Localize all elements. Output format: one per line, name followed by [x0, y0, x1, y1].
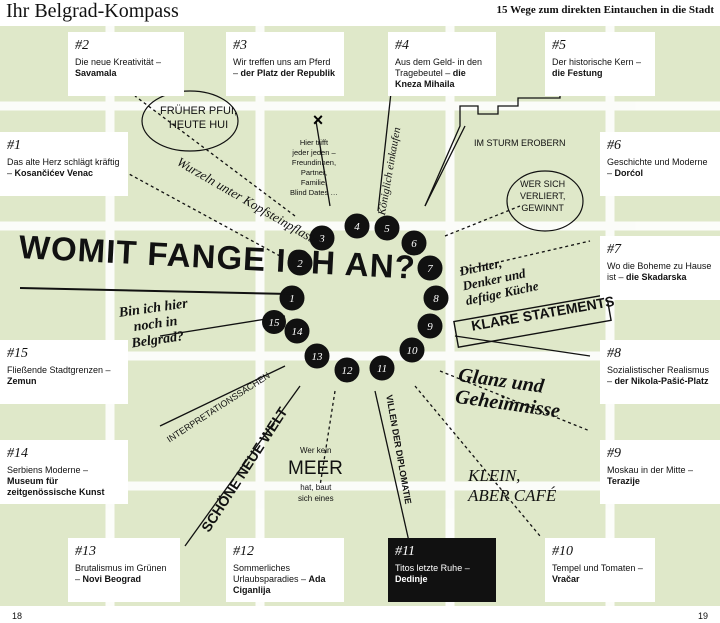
box-desc: Tempel und Tomaten –	[552, 563, 643, 573]
box-2[interactable]: 2 Die neue Kreativität – Savamala	[68, 32, 184, 96]
box-place: Novi Beograd	[82, 574, 142, 584]
svg-text:6: 6	[411, 238, 417, 250]
box-place: der Platz der Republik	[240, 68, 336, 78]
frueher-label: FRÜHER PFUI, HEUTE HUI	[160, 105, 237, 131]
box-number: 14	[7, 446, 121, 462]
box-12[interactable]: 12 Sommerliches Urlaubsparadies – Ada Ci…	[226, 538, 344, 602]
box-desc: Serbiens Moderne –	[7, 465, 89, 475]
box-9[interactable]: 9 Moskau in der Mitte – Terazije	[600, 440, 720, 504]
box-place: Terazije	[607, 476, 640, 486]
sturm-label: IM STURM EROBERN	[474, 138, 566, 148]
box-3[interactable]: 3 Wir treffen uns am Pferd – der Platz d…	[226, 32, 344, 96]
svg-text:14: 14	[292, 326, 304, 338]
box-number: 3	[233, 38, 337, 54]
box-place: Ada Ciganlija	[233, 574, 326, 595]
box-desc: Wir treffen uns am Pferd –	[233, 57, 331, 78]
top-subtitle: 15 Wege zum direkten Eintauchen in die S…	[496, 4, 714, 16]
box-place: die Festung	[552, 68, 603, 78]
box-number: 2	[75, 38, 177, 54]
klein-label: KLEIN, ABER CAFÉ	[468, 466, 557, 505]
box-5[interactable]: 5 Der historische Kern – die Festung	[545, 32, 655, 96]
box-number: 6	[607, 138, 713, 154]
svg-text:2: 2	[297, 258, 303, 270]
wer-kein-label: Wer kein	[300, 446, 332, 455]
top-title: Ihr Belgrad-Kompass	[6, 0, 179, 22]
bin-ich-label: Bin ich hier noch in Belgrad?	[118, 296, 189, 352]
box-10[interactable]: 10 Tempel und Tomaten – Vračar	[545, 538, 655, 602]
box-place: Dedinje	[395, 574, 428, 584]
box-place: Kosančićev Venac	[14, 168, 94, 178]
box-number: 1	[7, 138, 121, 154]
hier-trifft-label: Hier trifft jeder jeden – Freundinnen, P…	[290, 138, 338, 197]
box-desc: Der historische Kern –	[552, 57, 642, 67]
box-place: Dorćol	[614, 168, 644, 178]
verliert-label: WER SICH VERLIERT, GEWINNT	[520, 179, 566, 213]
box-number: 7	[607, 242, 713, 258]
box-number: 10	[552, 544, 648, 560]
svg-text:4: 4	[354, 221, 360, 233]
box-4[interactable]: 4 Aus dem Geld- in den Tragebeutel – die…	[388, 32, 496, 96]
box-desc: Wo die Boheme zu Hause ist –	[607, 261, 712, 282]
box-number: 9	[607, 446, 713, 462]
box-place: die Skadarska	[626, 272, 687, 282]
box-number: 5	[552, 38, 648, 54]
svg-text:13: 13	[312, 351, 324, 363]
box-place: Museum für zeitgenössische Kunst	[7, 476, 105, 497]
box-1[interactable]: 1 Das alte Herz schlägt kräftig – Kosanč…	[0, 132, 128, 196]
meer-label: MEER	[288, 458, 343, 479]
svg-text:12: 12	[342, 365, 354, 377]
box-number: 8	[607, 346, 713, 362]
svg-text:×: ×	[313, 110, 324, 130]
box-number: 11	[395, 544, 489, 560]
box-8[interactable]: 8 Sozialistischer Realismus – der Nikola…	[600, 340, 720, 404]
box-desc: Die neue Kreativität –	[75, 57, 162, 67]
svg-text:11: 11	[377, 363, 387, 375]
box-desc: Moskau in der Mitte –	[607, 465, 694, 475]
box-desc: Sozialistischer Realismus –	[607, 365, 710, 386]
box-number: 15	[7, 346, 121, 362]
box-11[interactable]: 11 Titos letzte Ruhe – Dedinje	[388, 538, 496, 602]
box-place: Vračar	[552, 574, 580, 584]
hat-baut-label: hat, baut sich eines	[298, 483, 334, 503]
box-14[interactable]: 14 Serbiens Moderne – Museum für zeitgen…	[0, 440, 128, 504]
box-desc: Das alte Herz schlägt kräftig –	[7, 157, 120, 178]
box-13[interactable]: 13 Brutalismus im Grünen – Novi Beograd	[68, 538, 180, 602]
box-desc: Geschichte und Moderne –	[607, 157, 708, 178]
box-desc: Brutalismus im Grünen –	[75, 563, 167, 584]
svg-text:9: 9	[427, 321, 433, 333]
box-number: 12	[233, 544, 337, 560]
box-15[interactable]: 15 Fließende Stadtgrenzen – Zemun	[0, 340, 128, 404]
svg-text:3: 3	[318, 233, 325, 245]
svg-text:7: 7	[427, 263, 433, 275]
box-7[interactable]: 7 Wo die Boheme zu Hause ist – die Skada…	[600, 236, 720, 300]
page-number-left: 18	[12, 611, 23, 621]
box-desc: Fließende Stadtgrenzen –	[7, 365, 111, 375]
box-desc: Titos letzte Ruhe –	[395, 563, 470, 573]
box-place: die Kneza Mihaila	[395, 68, 466, 89]
box-desc: Aus dem Geld- in den Tragebeutel –	[395, 57, 483, 78]
box-place: der Nikola-Pašić-Platz	[614, 376, 709, 386]
box-place: Savamala	[75, 68, 117, 78]
svg-text:10: 10	[407, 345, 419, 357]
svg-text:15: 15	[269, 317, 281, 329]
box-number: 4	[395, 38, 489, 54]
svg-text:8: 8	[433, 293, 439, 305]
box-desc: Sommerliches Urlaubsparadies –	[233, 563, 309, 584]
box-place: Zemun	[7, 376, 37, 386]
page-number-right: 19	[697, 611, 708, 621]
svg-text:5: 5	[384, 223, 390, 235]
svg-text:1: 1	[289, 293, 295, 305]
box-6[interactable]: 6 Geschichte und Moderne – Dorćol	[600, 132, 720, 196]
box-number: 13	[75, 544, 173, 560]
